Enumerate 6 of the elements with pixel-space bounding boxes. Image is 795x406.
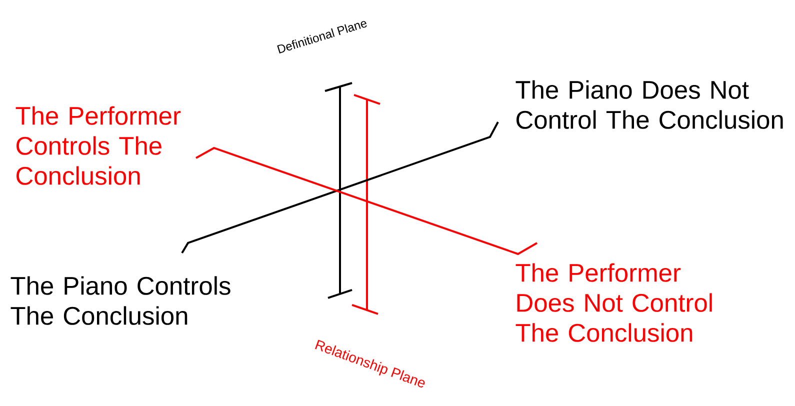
axis-label: The Performer Does Not Control The Conclusion: [516, 263, 712, 342]
axis-line: [196, 146, 538, 256]
axis-line: [181, 122, 499, 254]
axis-label: The Piano Controls The Conclusion: [10, 276, 230, 325]
axis-label: The Performer Controls The Conclusion: [16, 106, 181, 185]
axis-label: The Piano Does Not Control The Conclusion: [516, 80, 783, 129]
